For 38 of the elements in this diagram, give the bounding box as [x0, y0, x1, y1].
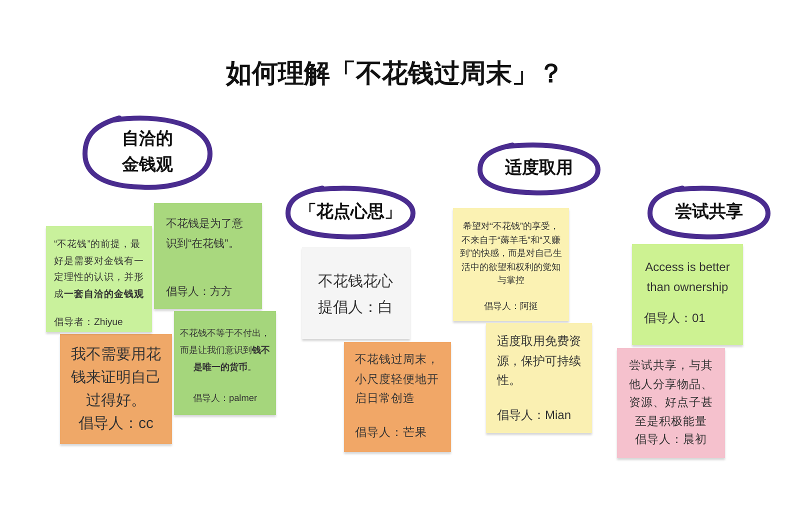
sticky-note	[632, 244, 743, 345]
heading-text: 「花点心思」	[300, 200, 402, 223]
sticky-note	[486, 323, 592, 433]
author-text: 倡导人：01	[643, 310, 706, 327]
note-text: 尝试共享，与其他人分享物品、资源、好点子甚至是积极能量	[628, 358, 714, 430]
author-text: 倡导人：方方	[166, 284, 233, 300]
sticky-note	[174, 311, 276, 415]
author-text: 倡导者：Zhiyue	[54, 316, 124, 330]
note-text: 不花钱花心	[318, 272, 394, 292]
sticky-note	[453, 208, 569, 321]
ellipse-outline	[285, 183, 416, 241]
note-text: 希望对“不花钱”的享受，不来自于“薅羊毛”和“又赚到”的快感，而是对自己生活中的欲望和权利的觉知与掌控	[459, 220, 563, 288]
author-text: 倡导人：Mian	[497, 406, 572, 424]
author-text: 倡导人：阿挺	[483, 300, 539, 313]
author-text: 倡导人：cc	[78, 414, 154, 434]
sticky-note	[154, 203, 262, 309]
heading-text: 自洽的金钱观	[121, 128, 174, 176]
sticky-note	[60, 334, 172, 444]
note-text: 不花钱过周末，小尺度轻便地开启日常创造	[355, 352, 440, 407]
author-text: 倡导人：palmer	[192, 392, 258, 405]
heading-text: 适度取用	[505, 157, 573, 180]
sticky-note	[302, 247, 410, 339]
sticky-note	[617, 348, 725, 458]
heading-text: 尝试共享	[675, 200, 743, 223]
author-text: 倡导人：晨初	[634, 432, 708, 448]
note-text: 不花钱不等于不付出，而是让我们意识到钱不是唯一的货币。	[179, 327, 271, 374]
author-text: 提倡人：白	[318, 298, 394, 318]
note-text: 适度取用免费资源，保护可持续性。	[497, 333, 581, 389]
note-text: Access is better than ownership	[644, 259, 731, 296]
diagram-title: 如何理解「不花钱过周末」？	[224, 57, 565, 90]
note-text: 不花钱是为了意识到“在花钱”。	[166, 217, 244, 252]
sticky-note	[46, 226, 152, 332]
note-text: 我不需要用花钱来证明自己过得好。	[70, 345, 162, 411]
ellipse-outline	[647, 183, 771, 241]
sticky-note	[344, 342, 451, 452]
ellipse-outline	[477, 140, 601, 197]
note-text: “不花钱”的前提，最好是需要对金钱有一定理性的认识，并形成一套自洽的金钱观	[54, 238, 144, 302]
author-text: 倡导人：芒果	[355, 426, 428, 440]
